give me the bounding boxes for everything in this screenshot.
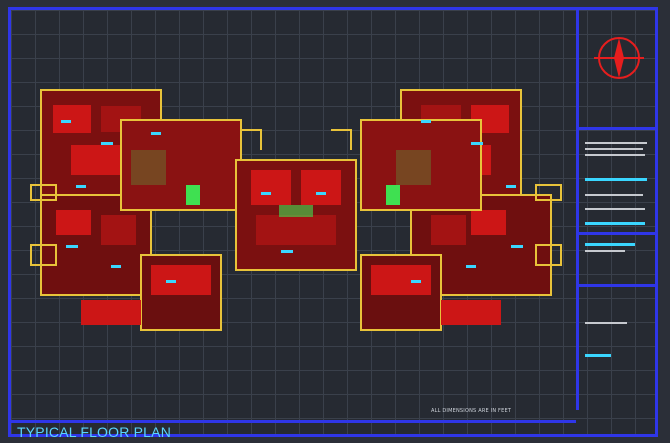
title-block-panel — [579, 10, 655, 434]
title-bar: TYPICAL FLOOR PLAN — [11, 420, 576, 440]
dimension-note: ALL DIMENSIONS ARE IN FEET — [431, 408, 512, 414]
north-block — [579, 10, 655, 130]
wall-lines — [30, 129, 562, 266]
floor-plan-drawing — [30, 89, 562, 331]
drawing-title: TYPICAL FLOOR PLAN — [17, 424, 172, 440]
notes-block — [579, 130, 655, 235]
center-block — [235, 159, 357, 271]
right-wing-block — [360, 89, 552, 331]
project-block — [579, 287, 655, 434]
fixtures — [61, 120, 523, 283]
north-arrow-icon — [594, 37, 644, 79]
cad-drawing-area[interactable]: ALL DIMENSIONS ARE IN FEET — [11, 10, 579, 414]
drawing-frame: ALL DIMENSIONS ARE IN FEET TYPICAL FLOOR… — [8, 7, 658, 440]
left-wing-block — [40, 89, 242, 331]
revision-block — [579, 235, 655, 287]
